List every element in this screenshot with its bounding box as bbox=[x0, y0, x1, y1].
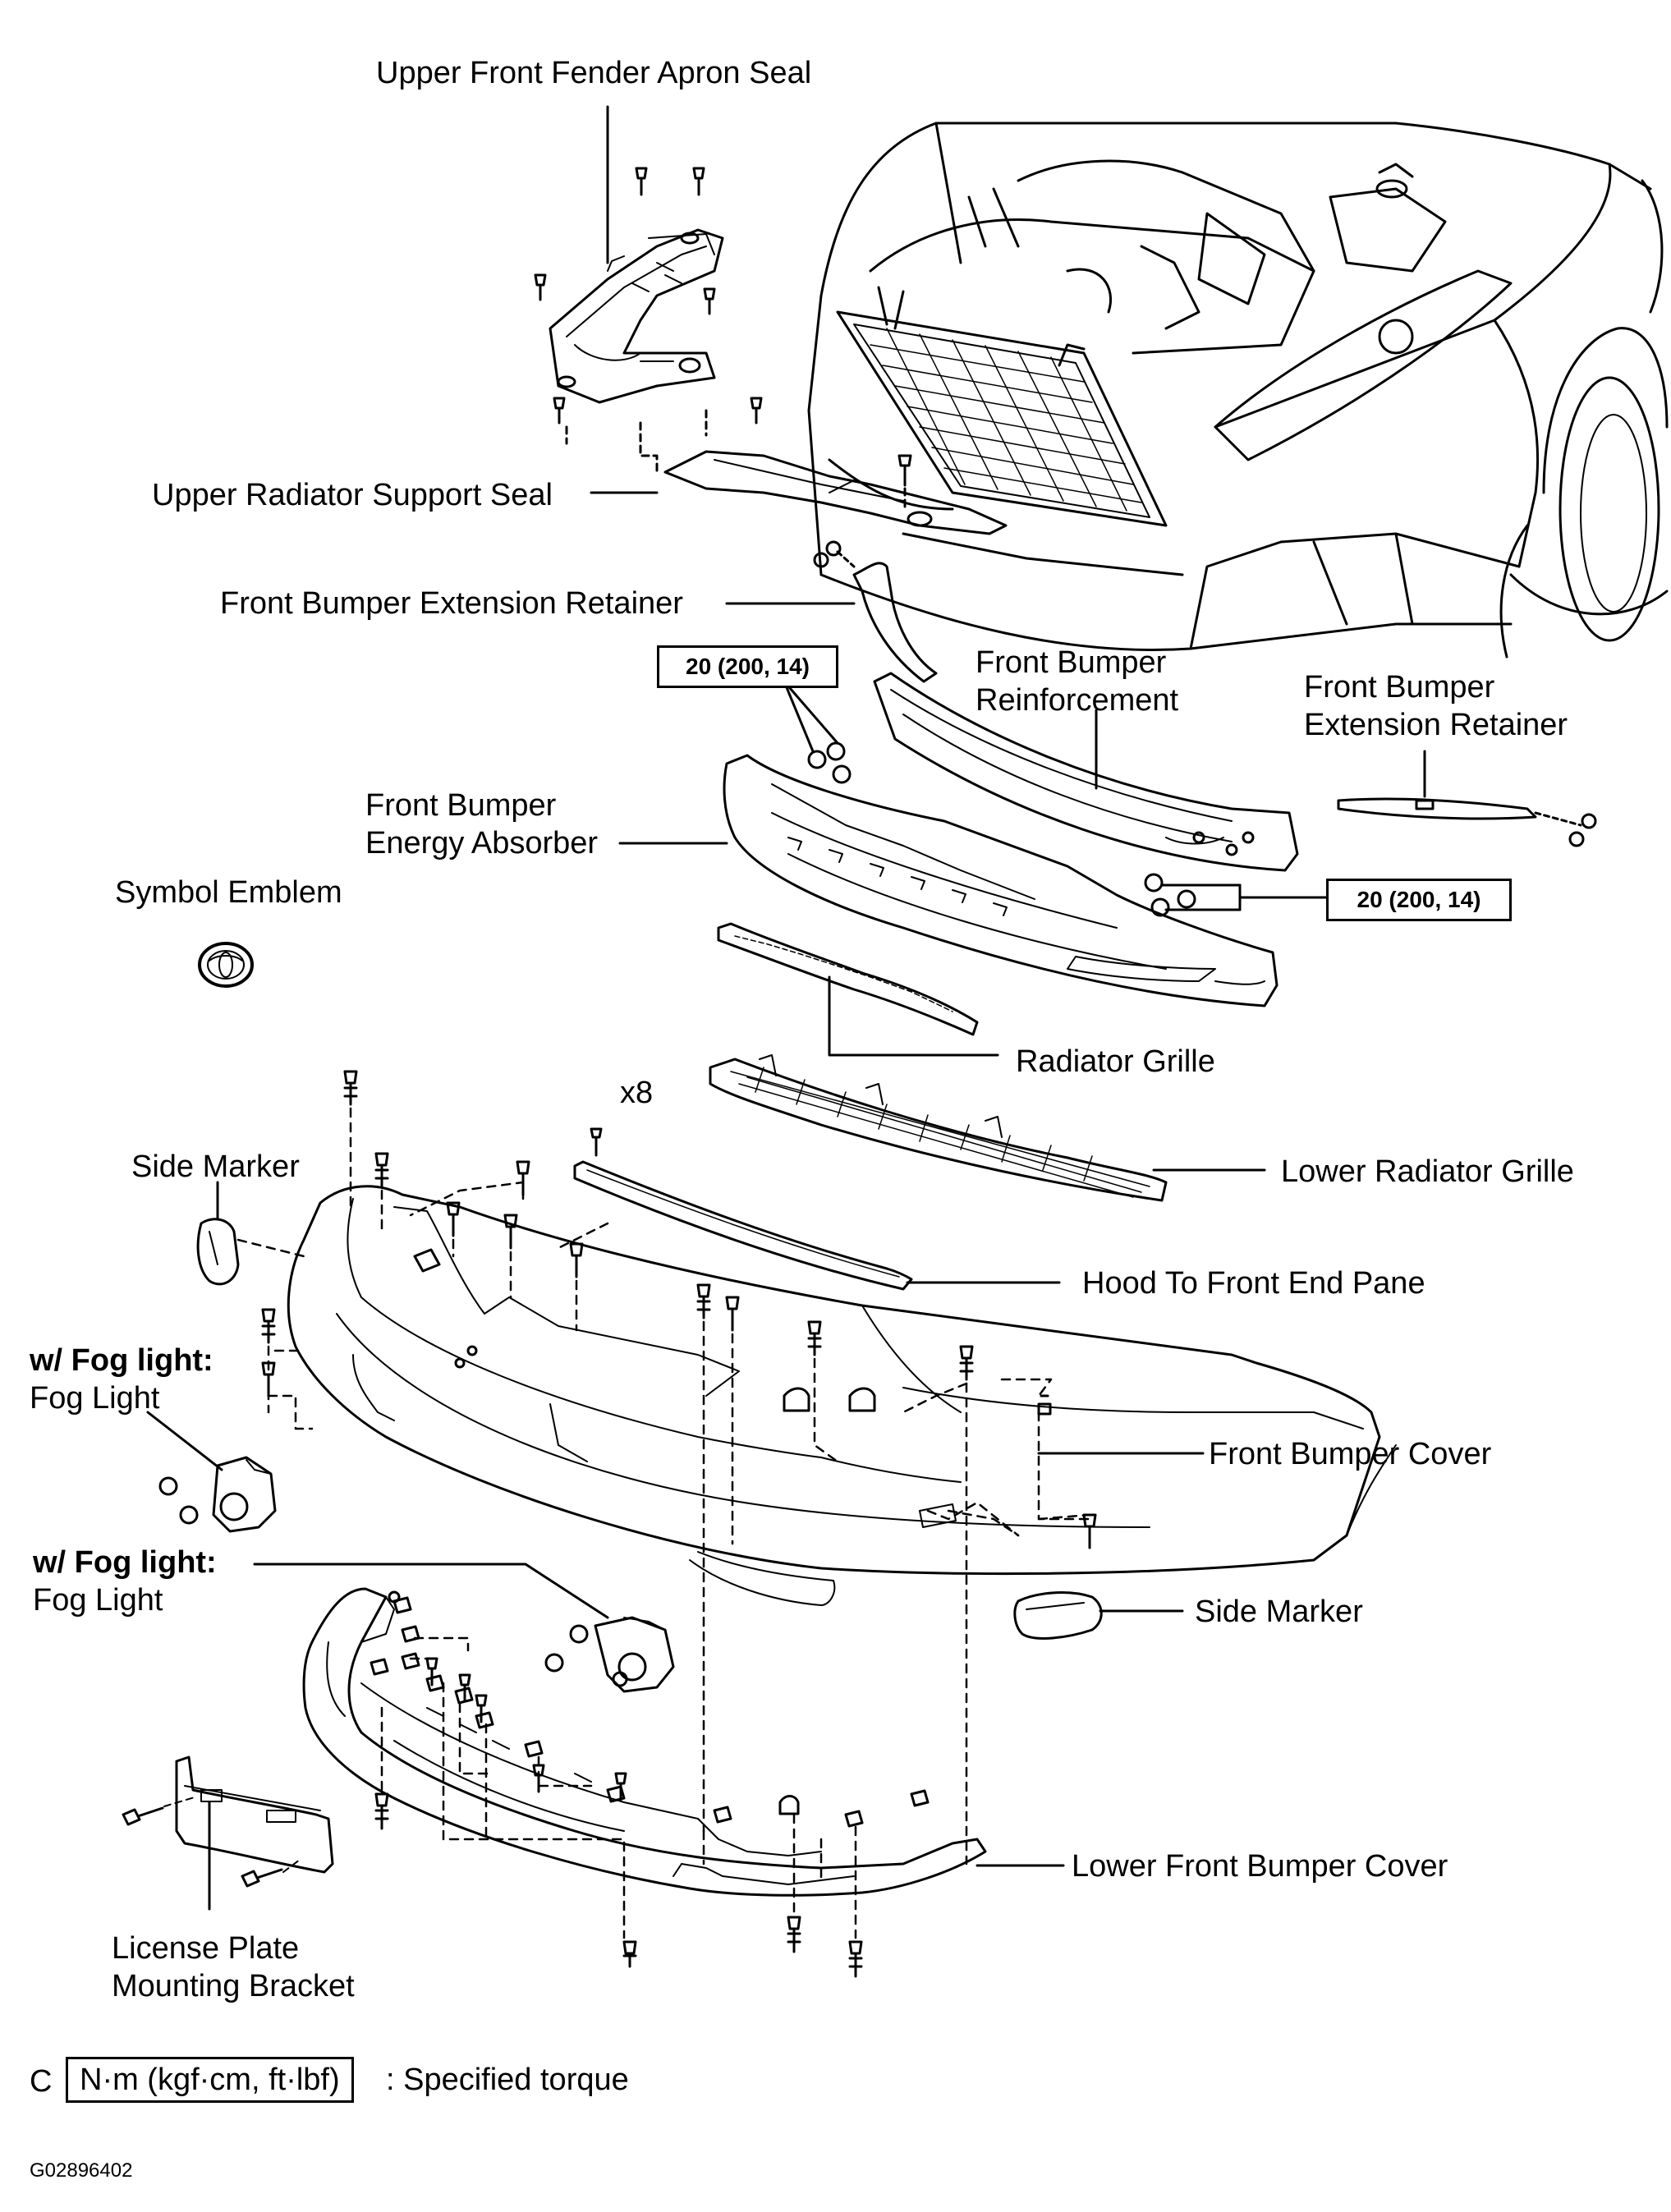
symbol-emblem bbox=[198, 942, 254, 988]
label-front-bumper-cover: Front Bumper Cover bbox=[1209, 1437, 1492, 1471]
label-front-bumper-extension-retainer-right: Front Bumper Extension Retainer bbox=[1304, 670, 1568, 742]
legend-unit-box: N·m (kgf·cm, ft·lbf) bbox=[66, 2057, 354, 2103]
vehicle-engine-bay bbox=[807, 122, 1669, 659]
upper-fender-apron-seal bbox=[549, 228, 724, 404]
label-side-marker-right: Side Marker bbox=[1195, 1595, 1363, 1629]
label-fog-light-lower: w/ Fog light: Fog Light bbox=[33, 1545, 217, 1618]
label-hood-to-front-end-pane: Hood To Front End Pane bbox=[1082, 1266, 1425, 1301]
side-marker-right bbox=[919, 1503, 1103, 1640]
leader-fog-light-upper bbox=[146, 1411, 223, 1471]
bumper-cover-guides bbox=[236, 1107, 1091, 1866]
label-front-bumper-extension-retainer-left: Front Bumper Extension Retainer bbox=[220, 586, 683, 621]
label-radiator-grille: Radiator Grille bbox=[1016, 1044, 1215, 1079]
label-lower-radiator-grille: Lower Radiator Grille bbox=[1281, 1154, 1574, 1189]
lower-radiator-grille bbox=[709, 1054, 1168, 1202]
front-bumper-reinforcement bbox=[873, 672, 1299, 872]
label-front-bumper-reinforcement: Front Bumper Reinforcement bbox=[976, 645, 1179, 718]
legend-prefix: C bbox=[30, 2064, 53, 2099]
figure-code: G02896402 bbox=[30, 2159, 133, 2182]
radiator bbox=[836, 310, 1168, 527]
label-clip-count: x8 bbox=[620, 1076, 654, 1110]
label-license-plate-mounting-bracket: License Plate Mounting Bracket bbox=[112, 1931, 355, 2003]
leader-radiator-grille bbox=[828, 975, 999, 1057]
label-upper-fender-apron-seal: Upper Front Fender Apron Seal bbox=[376, 56, 812, 90]
torque-spec-right: 20 (200, 14) bbox=[1326, 879, 1512, 921]
label-side-marker-left: Side Marker bbox=[131, 1150, 300, 1184]
side-marker-left bbox=[196, 1218, 240, 1286]
label-upper-radiator-support-seal: Upper Radiator Support Seal bbox=[152, 478, 553, 512]
legend-description: : Specified torque bbox=[386, 2063, 629, 2097]
lower-front-bumper-cover bbox=[302, 1587, 987, 1897]
front-bumper-extension-retainer-left bbox=[813, 540, 938, 683]
leader-fog-light-lower bbox=[253, 1563, 609, 1619]
label-fog-light-upper: w/ Fog light: Fog Light bbox=[30, 1343, 213, 1416]
label-symbol-emblem: Symbol Emblem bbox=[115, 875, 342, 910]
fog-light-lower bbox=[544, 1616, 675, 1693]
label-front-bumper-energy-absorber: Front Bumper Energy Absorber bbox=[365, 788, 599, 860]
torque-bolts-right bbox=[1144, 873, 1328, 917]
fog-light-upper bbox=[158, 1456, 277, 1533]
radiator-grille bbox=[717, 922, 979, 1036]
lower-cover-guides bbox=[380, 1636, 857, 1939]
torque-spec-upper: 20 (200, 14) bbox=[657, 645, 838, 688]
license-plate-mounting-bracket bbox=[122, 1755, 334, 1888]
hood-to-front-end-pane bbox=[573, 1127, 913, 1291]
upper-radiator-support-seal bbox=[663, 450, 1008, 535]
apron-seal-clips bbox=[534, 167, 763, 474]
lower-cover-fasteners bbox=[370, 1596, 930, 1978]
label-lower-front-bumper-cover: Lower Front Bumper Cover bbox=[1072, 1849, 1448, 1884]
front-bumper-extension-retainer-right bbox=[1337, 797, 1597, 847]
torque-bolts-upper bbox=[783, 680, 852, 784]
front-bumper-energy-absorber bbox=[723, 754, 1278, 1007]
bumper-cover-fasteners bbox=[261, 1070, 1097, 1549]
front-bumper-cover bbox=[287, 1185, 1397, 1606]
